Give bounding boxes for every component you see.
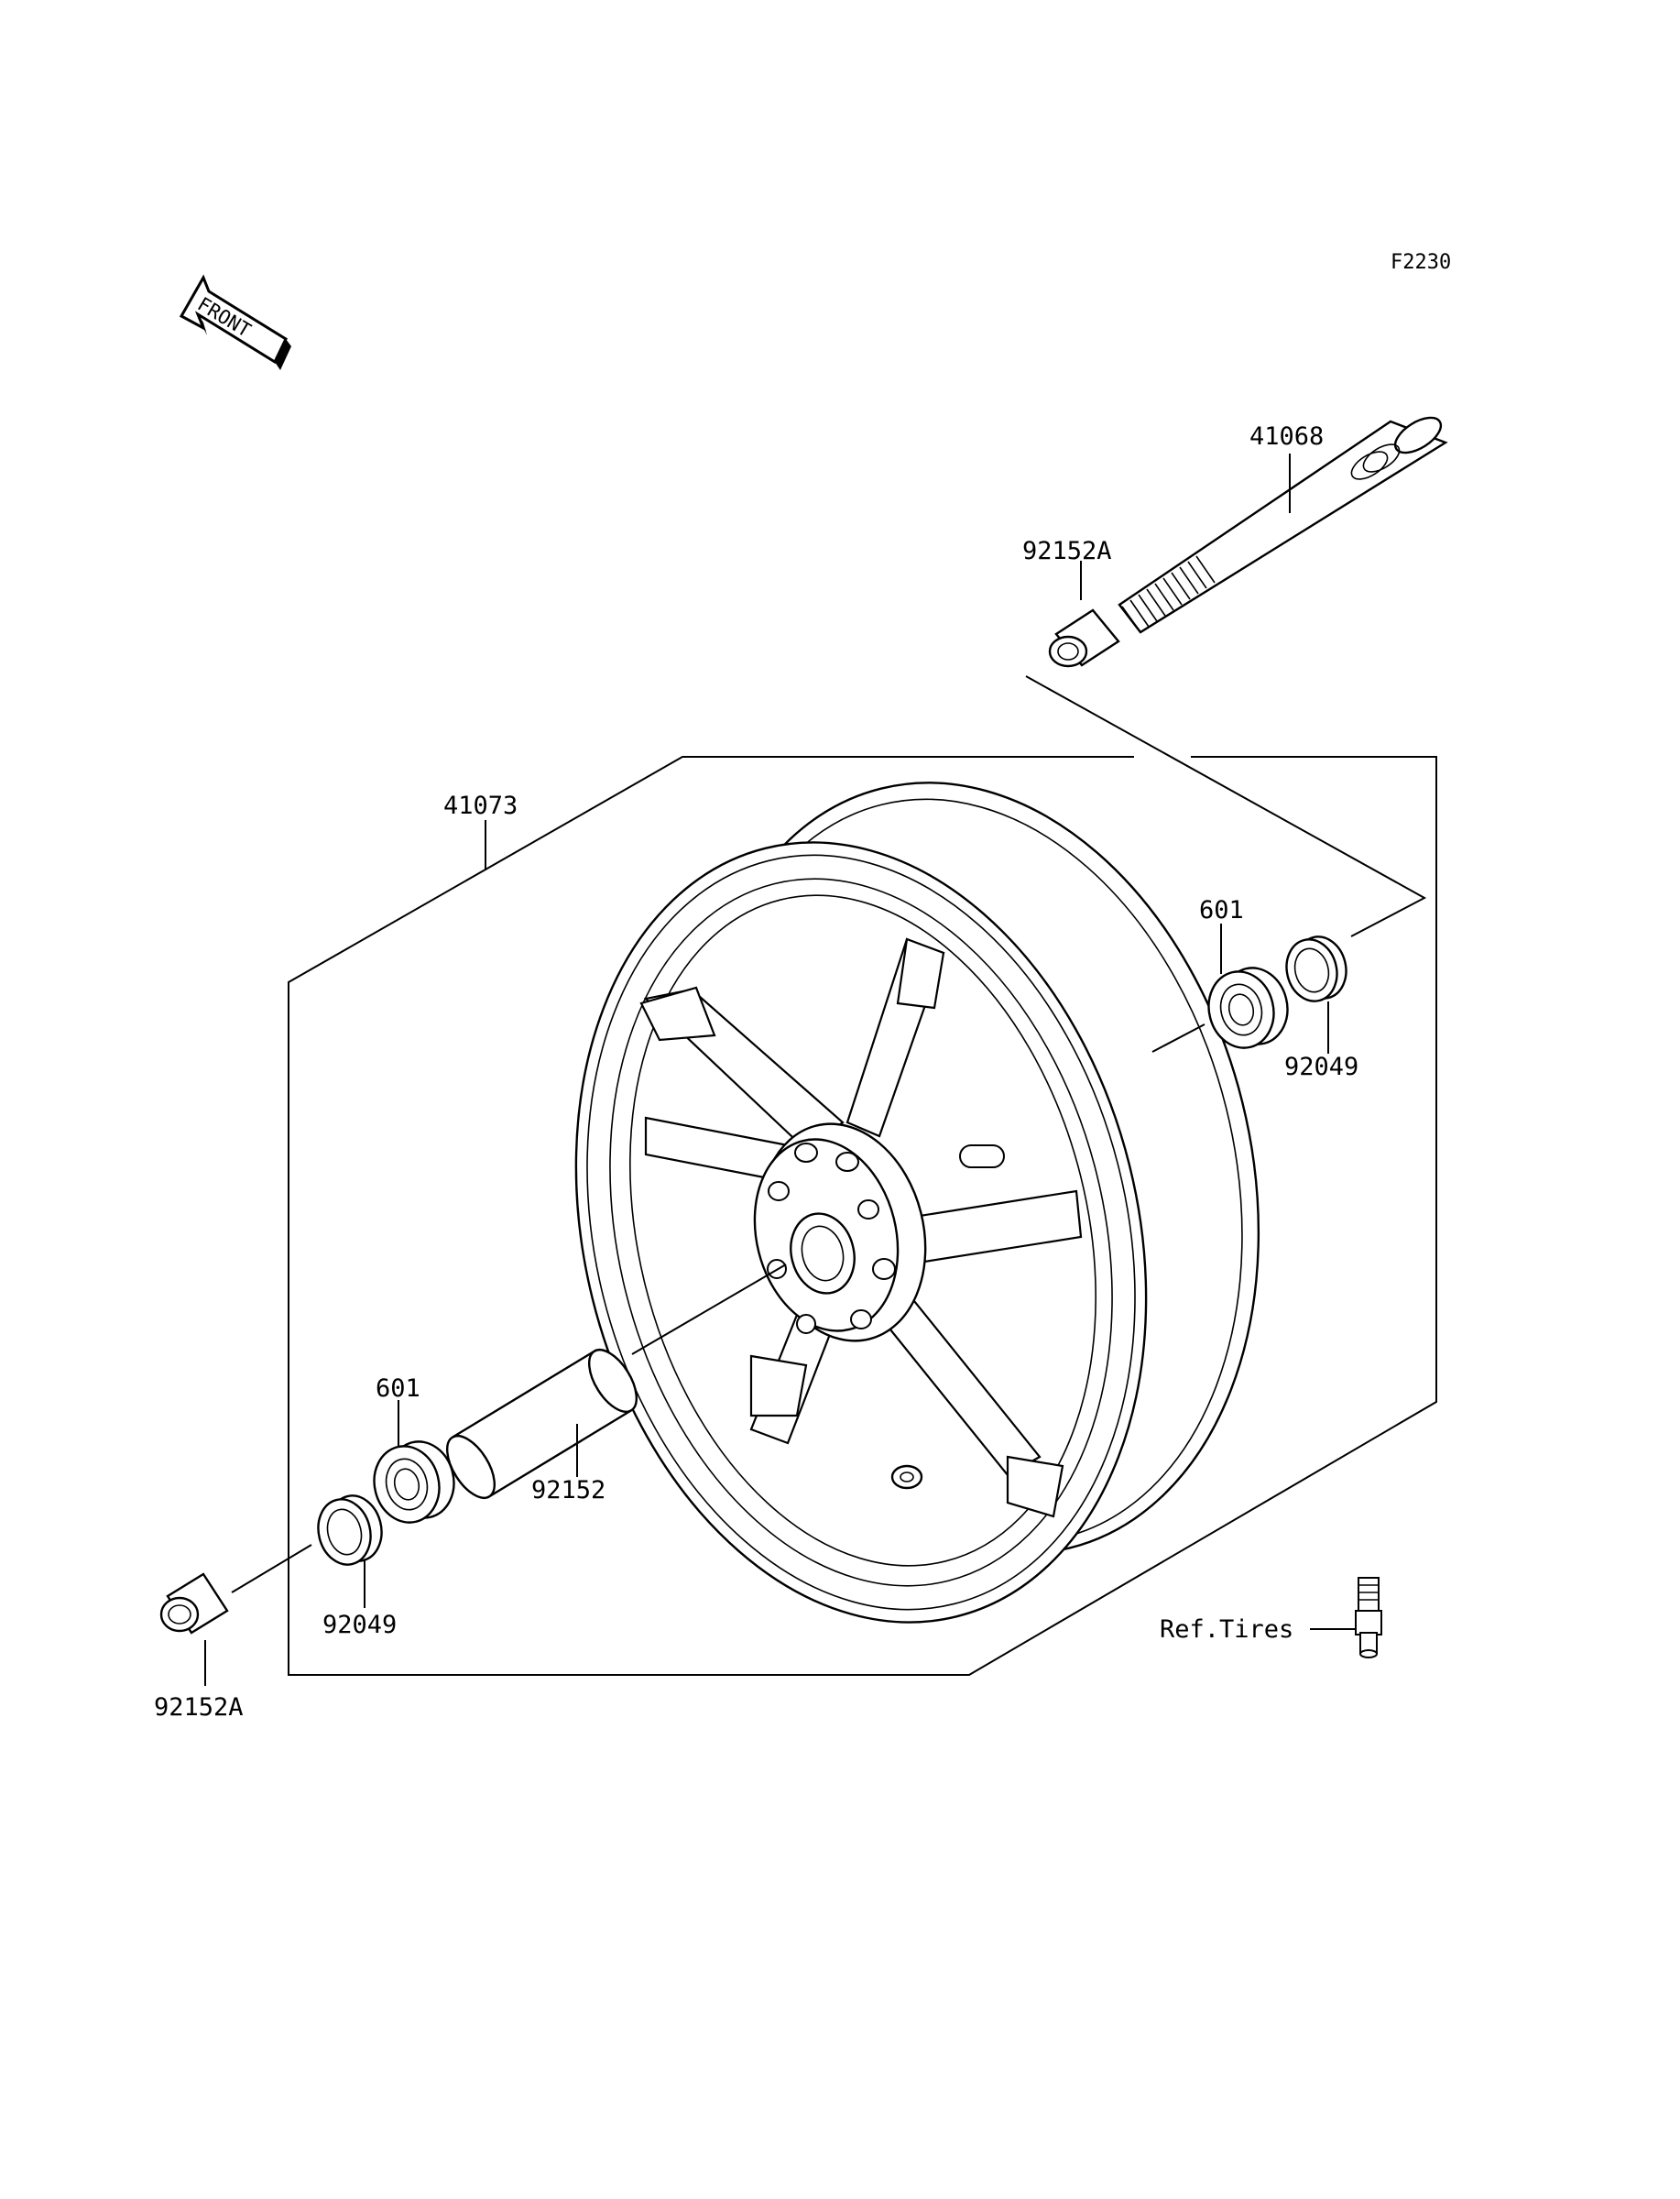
front-arrow-icon: FRONT xyxy=(179,274,291,370)
label-92152: 92152 xyxy=(531,1476,605,1504)
label-601-right: 601 xyxy=(1199,896,1244,924)
axle-41068[interactable] xyxy=(1118,410,1448,634)
label-92049-right: 92049 xyxy=(1284,1053,1358,1081)
collar-92152A-top[interactable] xyxy=(1048,608,1120,668)
label-92152A-bottom: 92152A xyxy=(154,1693,244,1722)
oil-seal-92049-right[interactable] xyxy=(1281,931,1353,1006)
bearing-601-right[interactable] xyxy=(1201,961,1295,1055)
oil-seal-92049-left[interactable] xyxy=(311,1490,388,1570)
label-41068: 41068 xyxy=(1249,422,1324,451)
figure-code: F2230 xyxy=(1391,251,1451,274)
collar-92152A-bottom[interactable] xyxy=(159,1572,229,1635)
label-601-left: 601 xyxy=(376,1374,420,1403)
bearing-601-left[interactable] xyxy=(366,1435,462,1529)
label-92152A-top: 92152A xyxy=(1022,537,1112,565)
label-ref-tires: Ref.Tires xyxy=(1160,1615,1293,1644)
label-41073: 41073 xyxy=(443,792,518,820)
tire-valve-icon[interactable] xyxy=(1355,1577,1382,1658)
front-wheel-41073[interactable] xyxy=(496,722,1336,1683)
spacer-92152[interactable] xyxy=(438,1342,646,1506)
label-92049-left: 92049 xyxy=(322,1611,397,1639)
